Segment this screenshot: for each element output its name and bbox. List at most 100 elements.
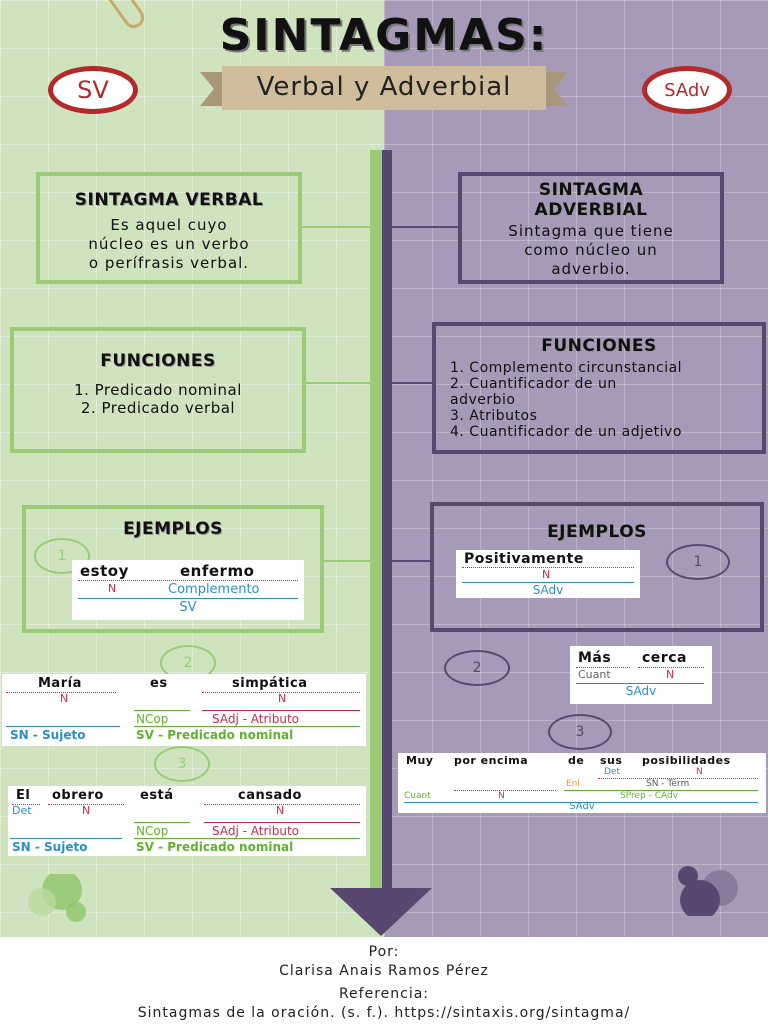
word: enfermo bbox=[180, 562, 255, 580]
label: SV - Predicado nominal bbox=[136, 728, 294, 742]
phrase-label: SAdv bbox=[532, 583, 564, 597]
label: N bbox=[108, 582, 117, 595]
footer-reference: Sintagmas de la oración. (s. f.). https:… bbox=[137, 1005, 631, 1021]
page-title: SINTAGMAS: bbox=[219, 10, 549, 61]
underline bbox=[462, 582, 634, 583]
sv-functions-box: FUNCIONES 1. Predicado nominal 2. Predic… bbox=[10, 327, 306, 453]
word: posibilidades bbox=[642, 754, 731, 767]
timeline-green-bar bbox=[370, 150, 382, 900]
underline bbox=[134, 710, 190, 711]
sv-example-3: El obrero está cansado Det N N NCop SAdj… bbox=[8, 786, 366, 856]
connector bbox=[324, 560, 370, 562]
sv-definition-title: SINTAGMA VERBAL bbox=[74, 190, 264, 210]
phrase-label: SAdv bbox=[625, 684, 657, 698]
sv-example-1: estoy enfermo N Complemento SV bbox=[72, 560, 304, 620]
page-subtitle: Verbal y Adverbial bbox=[256, 72, 512, 102]
decorative-dots bbox=[678, 866, 738, 916]
label: N bbox=[82, 804, 91, 817]
function-item: 2. Predicado verbal bbox=[80, 399, 236, 417]
underline bbox=[462, 567, 634, 568]
footer-by-label: Por: bbox=[368, 944, 400, 960]
underline bbox=[638, 667, 704, 668]
sadv-badge: SAdv bbox=[642, 66, 732, 114]
connector bbox=[300, 226, 370, 228]
footer-author: Clarisa Anais Ramos Pérez bbox=[279, 963, 489, 979]
label: SV - Predicado nominal bbox=[136, 840, 294, 854]
paperclip-icon bbox=[108, 0, 145, 29]
underline bbox=[12, 804, 40, 805]
sv-examples-box: EJEMPLOS bbox=[22, 505, 324, 633]
word: de bbox=[568, 754, 585, 767]
label: N bbox=[276, 804, 285, 817]
underline bbox=[576, 683, 704, 684]
example-number-1: 1 bbox=[666, 544, 730, 580]
word: Muy bbox=[406, 754, 434, 767]
label: SN - Térm bbox=[646, 779, 690, 789]
label: Cuant bbox=[578, 668, 611, 681]
word: es bbox=[150, 676, 168, 691]
sadv-functions-box: FUNCIONES 1. Complemento circunstancial … bbox=[432, 322, 766, 454]
word: cerca bbox=[642, 650, 687, 666]
timeline-purple-bar bbox=[382, 150, 392, 900]
sv-definition-line: Es aquel cuyo bbox=[110, 216, 228, 234]
word: Positivamente bbox=[464, 551, 584, 567]
label: SN - Sujeto bbox=[10, 728, 86, 742]
underline bbox=[48, 804, 124, 805]
label: SAdj - Atributo bbox=[212, 712, 299, 726]
sadv-definition-line: Sintagma que tiene bbox=[508, 222, 674, 240]
sadv-example-2: Más cerca Cuant N SAdv bbox=[570, 646, 712, 704]
function-item: adverbio bbox=[450, 392, 516, 408]
underline bbox=[204, 804, 360, 805]
label: N bbox=[542, 568, 551, 581]
label: SPrep - CAdv bbox=[620, 791, 679, 801]
underline bbox=[454, 790, 556, 791]
ribbon-banner bbox=[200, 66, 568, 110]
label: SN - Sujeto bbox=[12, 840, 88, 854]
sadv-example-1: Positivamente N SAdv bbox=[456, 550, 640, 598]
word: El bbox=[16, 788, 31, 803]
underline bbox=[404, 802, 758, 803]
example-number-1: 1 bbox=[34, 538, 90, 574]
label: SAdj - Atributo bbox=[212, 824, 299, 838]
function-item: 1. Predicado nominal bbox=[74, 381, 242, 399]
sadv-examples-box: EJEMPLOS bbox=[430, 502, 764, 632]
underline bbox=[134, 838, 360, 839]
function-item: 1. Complemento circunstancial bbox=[450, 360, 683, 376]
sadv-functions-title: FUNCIONES bbox=[541, 336, 657, 356]
underline bbox=[564, 790, 758, 791]
label: Det bbox=[12, 804, 32, 817]
word: sus bbox=[600, 754, 623, 767]
example-number-3: 3 bbox=[154, 746, 210, 782]
decorative-dots bbox=[28, 874, 86, 922]
left-panel-background bbox=[0, 0, 384, 937]
underline bbox=[134, 822, 190, 823]
label: N bbox=[60, 692, 69, 705]
sadv-definition-line: adverbio. bbox=[551, 260, 631, 278]
word: Más bbox=[578, 650, 612, 666]
word: está bbox=[140, 788, 174, 803]
function-item: 4. Cuantificador de un adjetivo bbox=[450, 424, 682, 440]
word: simpática bbox=[232, 676, 308, 691]
phrase-label: SV bbox=[179, 600, 197, 615]
sv-definition-line: o perífrasis verbal. bbox=[88, 254, 250, 272]
underline bbox=[134, 726, 360, 727]
sv-badge: SV bbox=[48, 66, 138, 114]
underline bbox=[204, 822, 360, 823]
underline bbox=[598, 778, 758, 779]
label: Enl bbox=[566, 779, 580, 789]
label: Complemento bbox=[168, 582, 260, 597]
function-item: 3. Atributos bbox=[450, 408, 538, 424]
connector bbox=[392, 226, 458, 228]
underline bbox=[202, 710, 360, 711]
connector bbox=[304, 382, 370, 384]
connector bbox=[392, 560, 432, 562]
word: María bbox=[38, 676, 82, 691]
sv-functions-list: 1. Predicado nominal 2. Predicado verbal bbox=[14, 381, 302, 417]
footer-reference-label: Referencia: bbox=[338, 986, 430, 1002]
underline bbox=[6, 692, 116, 693]
sadv-functions-list: 1. Complemento circunstancial 2. Cuantif… bbox=[436, 360, 762, 440]
sadv-examples-title: EJEMPLOS bbox=[547, 522, 647, 542]
underline bbox=[78, 598, 298, 599]
